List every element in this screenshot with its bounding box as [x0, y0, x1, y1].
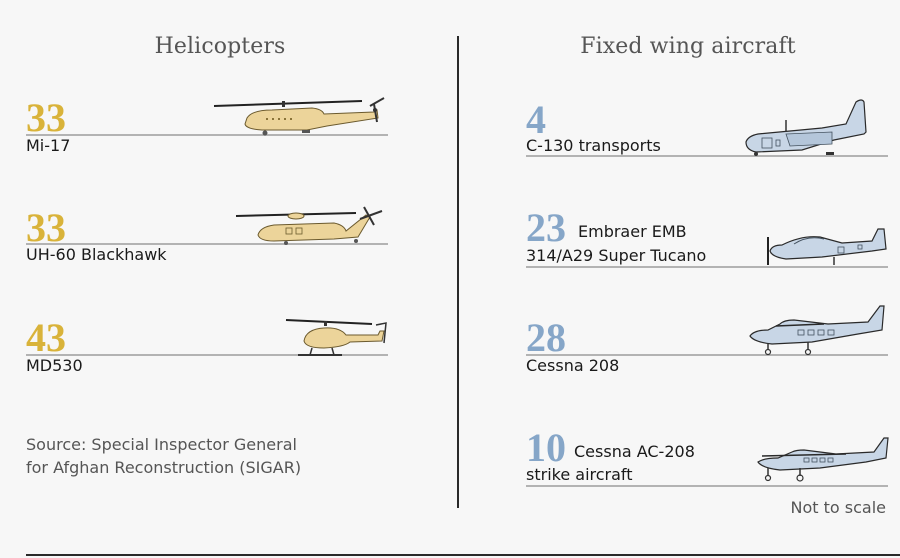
cessna208-label: Cessna 208 — [526, 356, 620, 375]
fixed-wing-title: Fixed wing aircraft — [580, 34, 796, 59]
column-divider — [457, 36, 459, 508]
cessna208-count: 28 — [526, 315, 566, 360]
source-line-1: Source: Special Inspector General — [26, 435, 297, 454]
uh60-label: UH-60 Blackhawk — [26, 245, 167, 264]
c130-baseline — [526, 155, 888, 157]
uh60-count: 33 — [26, 205, 66, 250]
md530-helicopter-icon — [285, 319, 387, 356]
source-line-2: for Afghan Reconstruction (SIGAR) — [26, 458, 302, 477]
c130-label: C-130 transports — [526, 136, 661, 155]
super-tucano-plane-icon — [767, 228, 887, 265]
not-to-scale-note: Not to scale — [790, 498, 887, 517]
cessna-ac208-count: 10 — [526, 425, 566, 470]
super-tucano-baseline — [526, 266, 888, 268]
uh60-baseline — [26, 243, 388, 245]
mi17-count: 33 — [26, 95, 66, 140]
cessna-ac208-label-line-1: Cessna AC-208 — [574, 442, 695, 461]
cessna-ac208-baseline — [526, 485, 888, 487]
md530-label: MD530 — [26, 356, 83, 375]
super-tucano-label-line-2: 314/A29 Super Tucano — [526, 246, 707, 265]
c130-plane-icon — [745, 99, 867, 156]
super-tucano-label-line-1: Embraer EMB — [578, 222, 687, 241]
md530-baseline — [26, 354, 388, 356]
mi17-label: Mi-17 — [26, 136, 71, 155]
helicopters-title: Helicopters — [154, 34, 286, 59]
mi17-baseline — [26, 134, 388, 136]
mi17-helicopter-icon — [213, 97, 385, 136]
uh60-helicopter-icon — [235, 206, 383, 245]
source-note: Source: Special Inspector General for Af… — [26, 433, 301, 479]
cessna-ac208-label-line-2: strike aircraft — [526, 465, 633, 484]
cessna208-baseline — [526, 354, 888, 356]
md530-count: 43 — [26, 315, 66, 360]
cessna208-plane-icon — [749, 305, 885, 356]
cessna-ac208-plane-icon — [757, 437, 889, 482]
c130-count: 4 — [526, 97, 546, 142]
super-tucano-count: 23 — [526, 205, 566, 250]
bottom-rule — [26, 554, 900, 556]
